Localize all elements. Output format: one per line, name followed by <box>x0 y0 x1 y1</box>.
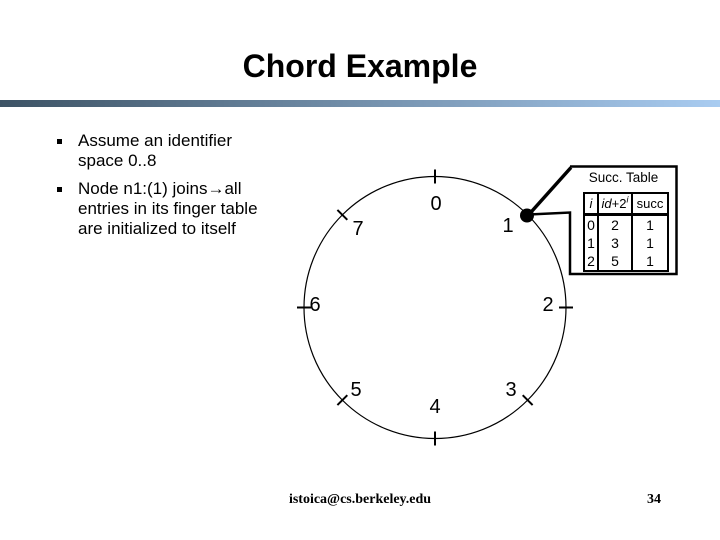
ring-label-1: 1 <box>502 215 514 237</box>
succ-table: i id+2i succ 0 2 1 1 3 1 2 5 <box>583 192 669 272</box>
bullet-list: Assume an identifier space 0..8 Node n1:… <box>57 131 272 247</box>
callout-leader-line <box>526 166 573 217</box>
succ-col-header-id: id+2i <box>597 193 632 216</box>
cell-i: 1 <box>587 235 595 251</box>
cell-id: 5 <box>597 252 632 271</box>
bullet-item: Node n1:(1) joins→all entries in its fin… <box>57 179 272 239</box>
cell-id: 3 <box>597 234 632 252</box>
square-bullet-icon <box>57 187 62 192</box>
footer-email: istoica@cs.berkeley.edu <box>288 492 432 507</box>
succ-col-header-succ: succ <box>631 193 668 216</box>
cell-i: 0 <box>587 217 595 233</box>
bullet-text: Assume an identifier space 0..8 <box>78 131 233 170</box>
node-1-dot <box>520 208 534 223</box>
succ-table-row: 0 2 1 <box>584 214 668 234</box>
square-bullet-icon <box>57 139 62 144</box>
ring-label-2: 2 <box>542 294 554 316</box>
ring-label-3: 3 <box>505 379 517 401</box>
succ-table-header-row: i id+2i succ <box>584 193 668 216</box>
bullet-text: Node n1:(1) joins→all entries in its fin… <box>78 179 258 238</box>
succ-table-title: Succ. Table <box>588 170 659 185</box>
succ-table-row: 2 5 1 <box>584 252 668 271</box>
ring-tick-5 <box>336 394 349 406</box>
cell-i: 2 <box>587 253 595 269</box>
ring-tick-7 <box>336 209 349 221</box>
ring-label-5: 5 <box>350 379 362 401</box>
ring-label-0: 0 <box>430 193 442 215</box>
cell-id: 2 <box>597 214 632 234</box>
succ-table-box: Succ. Table i id+2i succ 0 2 1 1 3 1 <box>570 165 677 275</box>
ring-tick-3 <box>521 394 534 406</box>
succ-table-row: 1 3 1 <box>584 234 668 252</box>
cell-succ: 1 <box>631 214 668 234</box>
ring-label-4: 4 <box>429 396 441 418</box>
slide-number: 34 <box>647 492 661 507</box>
cell-succ: 1 <box>631 234 668 252</box>
title-rule <box>0 100 720 107</box>
succ-col-header-i: i <box>584 193 598 216</box>
slide-title: Chord Example <box>242 48 478 84</box>
ring-label-7: 7 <box>352 218 364 240</box>
cell-succ: 1 <box>631 252 668 271</box>
bullet-item: Assume an identifier space 0..8 <box>57 131 272 171</box>
ring-label-6: 6 <box>309 294 321 316</box>
